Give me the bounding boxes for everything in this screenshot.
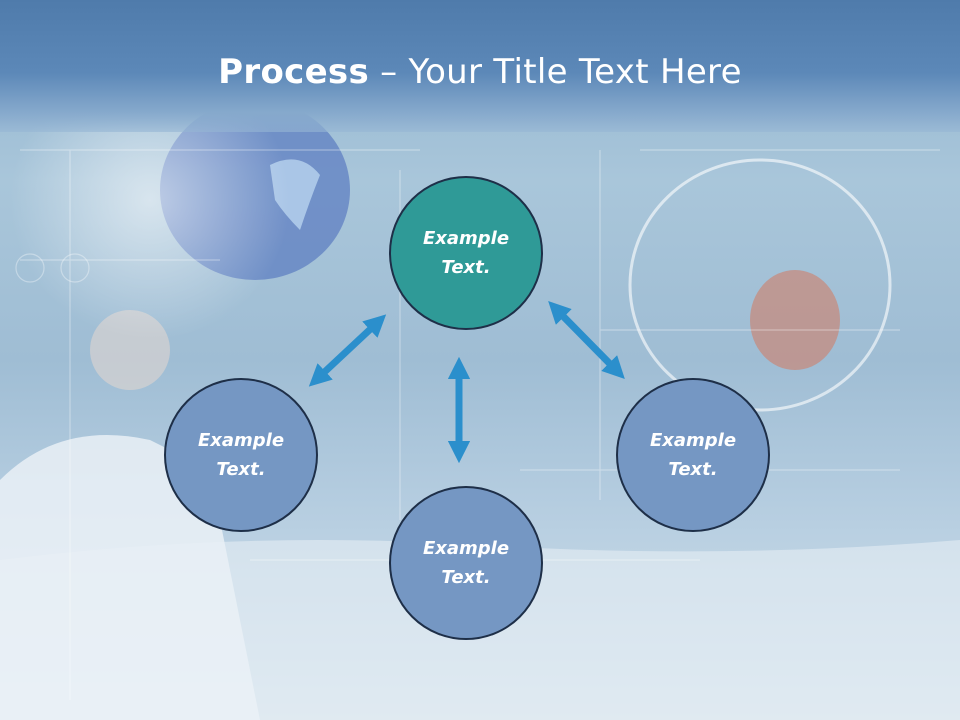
node-top: Example Text.	[389, 176, 543, 330]
arrow-top-left	[308, 314, 387, 387]
title-bold: Process	[218, 52, 370, 92]
title-rest: – Your Title Text Here	[369, 52, 742, 92]
node-right: Example Text.	[616, 378, 770, 532]
arrow-top-right	[548, 301, 625, 379]
node-bottom: Example Text.	[389, 486, 543, 640]
bubble-shape	[628, 158, 892, 412]
embryo-shape	[750, 270, 840, 370]
title-bar	[0, 0, 960, 132]
node-left: Example Text.	[164, 378, 318, 532]
slide-title: Process – Your Title Text Here	[0, 52, 960, 92]
